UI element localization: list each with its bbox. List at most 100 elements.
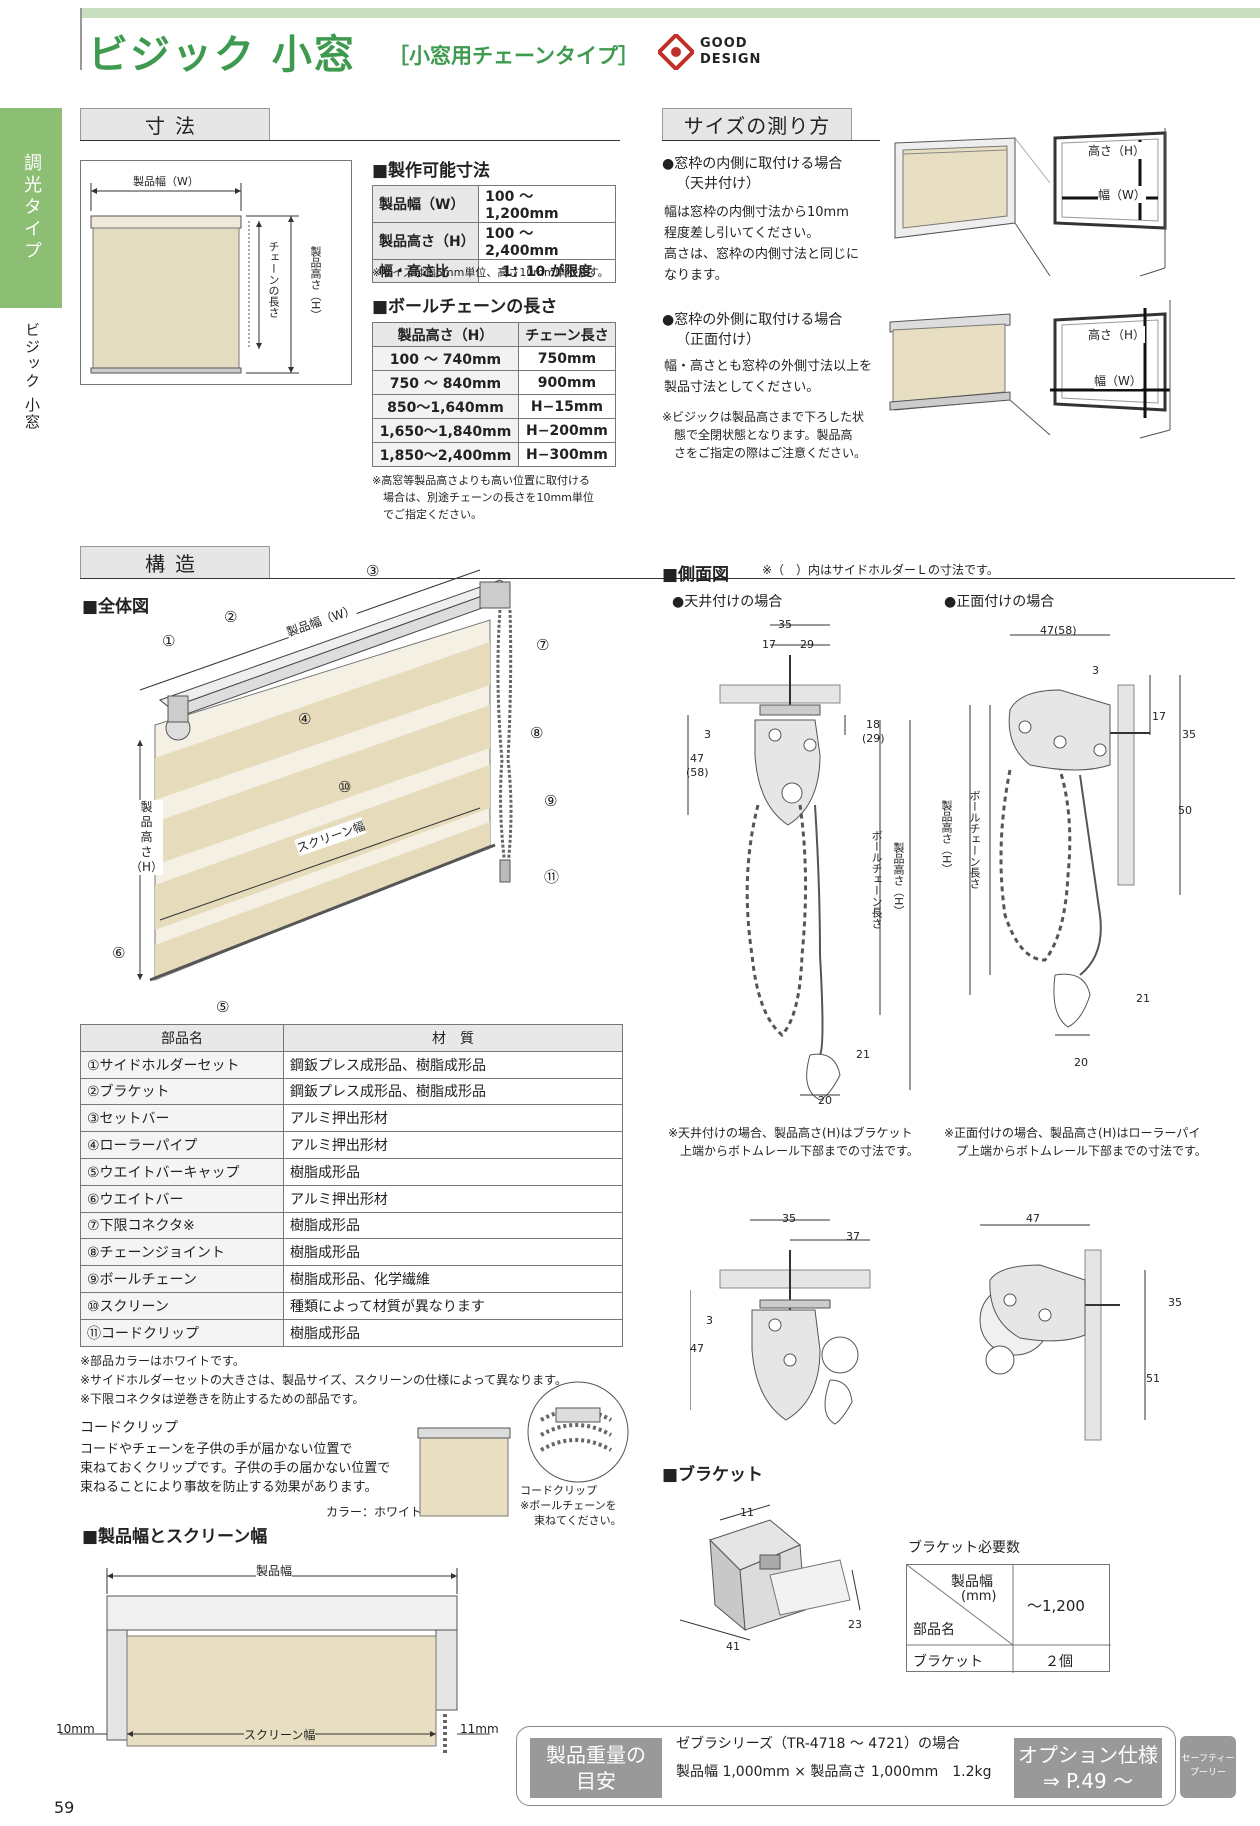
side-category-label: 調光タイプ: [21, 153, 42, 263]
inside-w-label: 幅（W）: [1098, 186, 1146, 203]
text-line: 幅・高さとも窓枠の外側寸法以上を: [664, 359, 873, 374]
ceiling-mount-heading: ●天井付けの場合: [672, 594, 783, 610]
outside-title-line: （正面付け）: [676, 332, 760, 348]
bracket-count: ２個: [1045, 1654, 1073, 1670]
diagram-width-label: 製品幅（W）: [133, 173, 199, 189]
table-row: ①サイドホルダーセット鋼鈑プレス成形品、樹脂成形品: [80, 1050, 623, 1079]
overall-heading: ■全体図: [82, 597, 150, 617]
bracket-table: 製品幅 (mm) 部品名 ～1,200 ブラケット ２個: [906, 1564, 1111, 1673]
table-cell: 1,650～1,840mm: [372, 418, 519, 443]
section-dimensions-tab: 寸法: [80, 108, 270, 140]
table-cell: 850～1,640mm: [372, 394, 519, 419]
bracket-dim-23: 23: [848, 1618, 862, 1631]
screen-width-product-label: 製品幅: [256, 1562, 293, 1579]
section-measure-rule: [662, 140, 880, 141]
good-design-logo: [656, 32, 696, 72]
outside-mount-note: ※ビジックは製品高さまで下ろした状 態で全閉状態となります。製品高 さをご指定の…: [662, 408, 866, 462]
possible-size-heading: ■製作可能寸法: [372, 161, 491, 181]
good-text: GOOD: [700, 36, 748, 51]
front-mount-note: ※正面付けの場合、製品高さ(H)はローラーパイ プ上端からボトムレール下部までの…: [944, 1124, 1207, 1160]
table-row: ⑤ウエイトバーキャップ樹脂成形品: [80, 1157, 623, 1186]
marker-5: ⑤: [216, 998, 230, 1016]
front-chain-label: ボールチェーン長さ: [968, 790, 981, 889]
table-cell: ③セットバー: [80, 1104, 284, 1133]
text-line: 幅は窓枠の内側寸法から10mm: [664, 205, 849, 220]
front-mount-detail-diagram: [979, 1224, 1146, 1441]
marker-1: ①: [162, 632, 176, 650]
text-line: 程度差し引いてください。: [664, 226, 820, 241]
table-cell: 樹脂成形品: [283, 1318, 623, 1347]
table-row: ③セットバーアルミ押出形材: [80, 1104, 623, 1133]
table-header-row: 製品高さ（H）チェーン長さ: [372, 322, 617, 347]
table-cell: 1：10 が限度: [478, 259, 616, 283]
parts-notes: ※部品カラーはホワイトです。 ※サイドホルダーセットの大きさは、製品サイズ、スク…: [80, 1352, 567, 1409]
good-design-text: GOOD DESIGN: [700, 36, 761, 68]
option-label: オプション仕様: [1018, 1743, 1158, 1767]
note-line: ※部品カラーはホワイトです。: [80, 1354, 245, 1368]
table-cell: 100 ～ 2,400mm: [478, 222, 616, 260]
cord-clip-label: コードクリップ: [520, 1484, 597, 1497]
bracket-dim-11: 11: [740, 1506, 754, 1519]
good-design-icon: [656, 32, 696, 72]
front-height-label: 製品高さ（H）: [940, 800, 953, 875]
option-link-badge[interactable]: オプション仕様 ⇒ P.49 ～: [1014, 1738, 1162, 1798]
footer-spec: 製品幅 1,000mm × 製品高さ 1,000mm 1.2kg: [676, 1764, 992, 1780]
front-mount-heading: ●正面付けの場合: [944, 594, 1055, 610]
ceiling-dim-47: 47: [690, 752, 704, 765]
section-structure-tab: 構造: [80, 546, 270, 578]
detail-front-47: 47: [1026, 1212, 1040, 1225]
possible-size-table: 製品幅（W）100 ～ 1,200mm 製品高さ（H）100 ～ 2,400mm…: [371, 185, 616, 283]
front-mount-diagram: [969, 634, 1181, 1036]
footer-series: ゼブラシリーズ（TR-4718 ～ 4721）の場合: [676, 1736, 960, 1752]
table-cell: ⑦下限コネクタ※: [80, 1211, 284, 1240]
table-row: ⑩スクリーン種類によって材質が異なります: [80, 1291, 623, 1320]
ceiling-height-label: 製品高さ（H）: [892, 842, 905, 917]
overall-diagram: [137, 569, 513, 982]
marker-6: ⑥: [112, 944, 126, 962]
front-dim-21: 21: [1136, 992, 1150, 1005]
inside-mount-title: ●窓枠の内側に取付ける場合 （天井付け）: [662, 154, 842, 194]
table-header: 材 質: [283, 1024, 623, 1052]
detail-ceiling-47: 47: [690, 1342, 704, 1355]
text-line: 束ねておくクリップです。子供の手の届かない位置で: [80, 1461, 391, 1476]
bracket-part-name: ブラケット: [913, 1654, 983, 1670]
text-line: 製品寸法としてください。: [664, 380, 820, 395]
option-page-ref: ⇒ P.49 ～: [1042, 1769, 1134, 1793]
front-dim-47: 47(58): [1040, 624, 1077, 637]
diagram-height-label: 製品高さ（H）: [309, 246, 322, 321]
marker-3: ③: [366, 562, 380, 580]
text-line: 束ねることにより事故を防止する効果があります。: [80, 1480, 378, 1495]
marker-11: ⑪: [544, 868, 560, 886]
detail-ceiling-3: 3: [706, 1314, 713, 1327]
table-cell: 750mm: [517, 346, 617, 371]
note-line: 場合は、別途チェーンの長さを10mm単位: [383, 491, 594, 504]
cord-clip-text: コードやチェーンを子供の手が届かない位置で 束ねておくクリップです。子供の手の届…: [80, 1440, 390, 1497]
detail-ceiling-35: 35: [782, 1212, 796, 1225]
table-cell: 樹脂成形品、化学繊維: [283, 1265, 623, 1293]
screen-width-right-label: 11mm: [460, 1722, 499, 1736]
outside-w-label: 幅（W）: [1094, 372, 1142, 389]
detail-front-51: 51: [1146, 1372, 1160, 1385]
page-number: 59: [54, 1798, 75, 1817]
table-cell: ①サイドホルダーセット: [80, 1050, 284, 1079]
outside-mount-window-illustration: [889, 313, 1051, 436]
inside-title-line: ●窓枠の内側に取付ける場合: [662, 156, 843, 172]
note-line: ※サイドホルダーセットの大きさは、製品サイズ、スクリーンの仕様によって異なります…: [80, 1373, 567, 1387]
table-row: ⑪コードクリップ樹脂成形品: [80, 1318, 623, 1347]
title-divider: [80, 8, 82, 70]
outside-h-label: 高さ（H）: [1088, 326, 1146, 343]
ceiling-dim-18: 18: [866, 718, 880, 731]
bracket-width-value: ～1,200: [1027, 1597, 1085, 1615]
screen-width-left-label: 10mm: [56, 1722, 95, 1736]
table-cell: H−15mm: [517, 394, 617, 419]
table-cell: 鋼鈑プレス成形品、樹脂成形品: [283, 1077, 623, 1106]
table-cell: 製品幅（W）: [371, 185, 480, 223]
table-cell: H−300mm: [517, 442, 617, 467]
table-cell: 樹脂成形品: [283, 1238, 623, 1267]
bracket-row-label: 部品名: [913, 1622, 955, 1638]
table-row: ⑦下限コネクタ※樹脂成形品: [80, 1211, 623, 1240]
table-cell: 鋼鈑プレス成形品、樹脂成形品: [283, 1050, 623, 1079]
